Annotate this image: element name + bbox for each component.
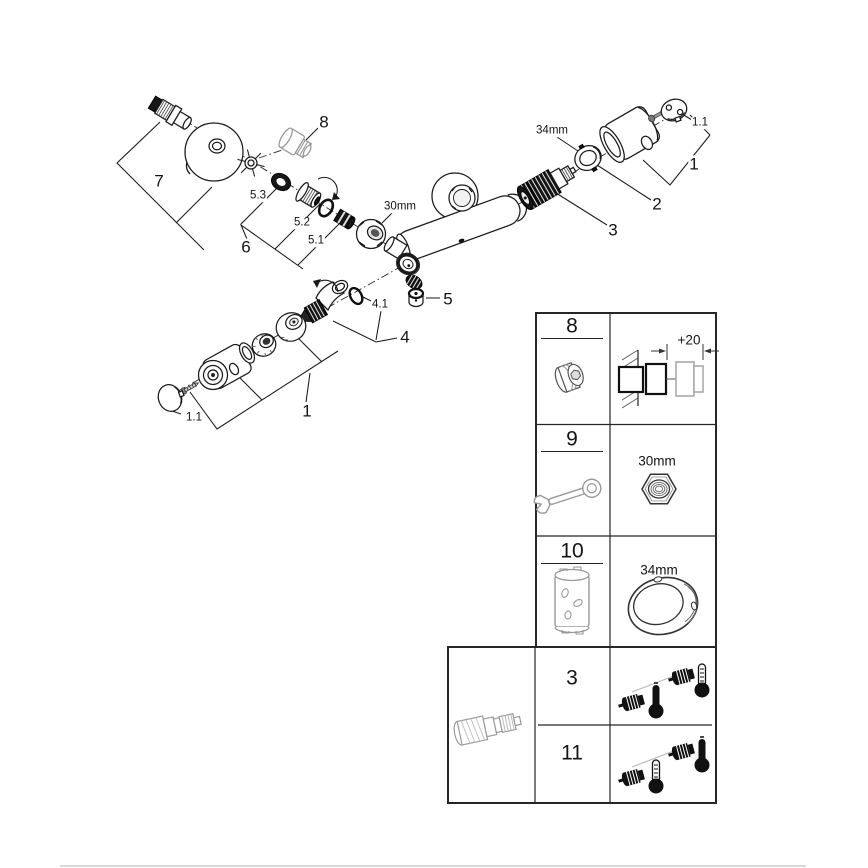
knurl-nut bbox=[251, 333, 277, 357]
turn-arrowhead bbox=[332, 192, 340, 200]
table-ref-11: 11 bbox=[561, 741, 583, 765]
inlet-port bbox=[383, 236, 425, 308]
part-label-5-1: 5.1 bbox=[307, 234, 325, 247]
union-nut-30mm bbox=[355, 218, 387, 250]
part-label-5-2: 5.2 bbox=[293, 216, 311, 229]
open-end-wrench-icon bbox=[533, 478, 602, 514]
cartridge-socket-tool-icon bbox=[554, 566, 590, 635]
wall-mount-extension-icon bbox=[617, 344, 719, 409]
thermometer-filled-icon bbox=[694, 736, 710, 773]
part-label-5: 5 bbox=[442, 289, 454, 309]
part-label-2: 2 bbox=[651, 194, 663, 214]
service-table-grid bbox=[447, 312, 717, 804]
part-label-1-1-top: 1.1 bbox=[691, 116, 709, 129]
o-ring-4-1 bbox=[348, 286, 364, 306]
union-nut-30mm-icon bbox=[641, 473, 677, 505]
thermostatic-cartridge-icon bbox=[453, 713, 522, 746]
cartridge-3 bbox=[516, 165, 577, 211]
faucet-body bbox=[395, 172, 528, 263]
table-ref-10: 10 bbox=[560, 539, 584, 563]
part-7-escutcheon bbox=[184, 122, 244, 182]
cartridge-thermo-row-3 bbox=[618, 663, 710, 719]
ref-underline bbox=[541, 451, 603, 452]
cartridge-thermo-row-11 bbox=[618, 736, 710, 794]
part-label-8: 8 bbox=[318, 112, 330, 132]
star-washer bbox=[237, 149, 265, 177]
cover-sleeve-1 bbox=[599, 106, 660, 163]
mounting-plate-1-1 bbox=[660, 98, 688, 123]
thermometer-scale-icon bbox=[694, 663, 710, 698]
cap-1-1-bottom bbox=[157, 384, 185, 412]
dome-cap bbox=[275, 312, 307, 342]
table-dim-plus20: +20 bbox=[677, 332, 701, 348]
ref-underline bbox=[541, 563, 603, 564]
hex-extension-icon bbox=[554, 361, 584, 393]
threaded-collar bbox=[405, 274, 423, 290]
part-8-extension bbox=[278, 127, 313, 159]
part-label-5-3: 5.3 bbox=[249, 189, 267, 202]
thermometer-filled-icon bbox=[648, 682, 664, 719]
dim-label-34mm: 34mm bbox=[535, 124, 569, 137]
part-7-nipple bbox=[147, 95, 192, 130]
part-label-6: 6 bbox=[240, 237, 252, 257]
lock-ring-34mm-icon bbox=[627, 576, 699, 636]
table-ref-3: 3 bbox=[566, 666, 578, 690]
thermometer-scale-icon bbox=[648, 759, 664, 794]
check-valve-4 bbox=[298, 279, 349, 324]
screw-1-1-top bbox=[648, 110, 664, 123]
lock-ring-2 bbox=[574, 143, 602, 173]
part-label-3: 3 bbox=[607, 220, 619, 240]
part-label-1-1-bottom: 1.1 bbox=[185, 411, 203, 424]
cover-cup-1 bbox=[197, 342, 256, 391]
ref-underline bbox=[541, 338, 603, 339]
table-ref-9: 9 bbox=[566, 427, 578, 451]
part-5-plug bbox=[407, 287, 425, 308]
table-dim-30mm: 30mm bbox=[638, 453, 676, 469]
table-ref-8: 8 bbox=[566, 314, 578, 338]
part-label-7: 7 bbox=[153, 171, 165, 191]
part-label-4-1: 4.1 bbox=[371, 298, 389, 311]
part-label-1-right: 1 bbox=[688, 154, 700, 174]
seal-5-3 bbox=[270, 172, 292, 192]
dim-label-30mm: 30mm bbox=[383, 200, 417, 213]
table-dim-34mm: 34mm bbox=[640, 562, 678, 578]
part-label-1-bottom: 1 bbox=[301, 401, 313, 421]
o-ring-5-2 bbox=[317, 198, 335, 218]
insert-5-2 bbox=[295, 176, 340, 208]
part-label-4: 4 bbox=[399, 327, 411, 347]
sleeve-5-1 bbox=[333, 208, 356, 230]
